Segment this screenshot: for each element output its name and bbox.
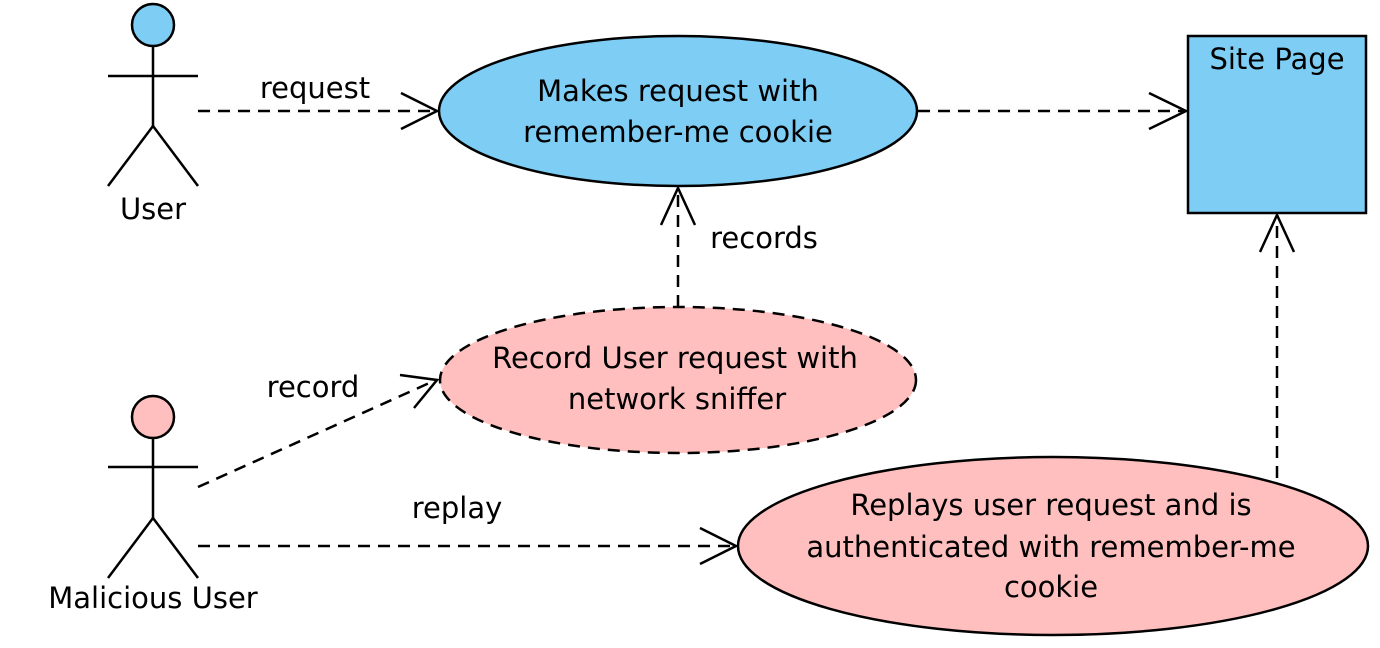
use-case-makes-request-line-1: Makes request with [537, 74, 819, 108]
edge-replay-to-site-page [1258, 212, 1296, 478]
edge-request: request [198, 71, 440, 131]
edge-record-arrowhead [399, 373, 440, 409]
use-case-replays-request: Replays user request and is authenticate… [736, 455, 1370, 637]
use-case-replays-request-line-2: authenticated with remember-me [806, 530, 1295, 564]
actor-user-right-leg [152, 125, 199, 187]
edge-request-arrowhead [400, 91, 440, 131]
site-page-label: Site Page [1209, 42, 1344, 76]
use-case-record-request-line-2: network sniffer [568, 382, 786, 416]
use-case-record-request-line-1: Record User request with [492, 341, 858, 375]
actor-malicious-user-left-leg [107, 517, 154, 579]
edge-replay-to-site-page-arrowhead [1258, 212, 1296, 253]
edge-records-arrowhead [659, 185, 697, 226]
actor-user: User [107, 2, 199, 226]
use-case-makes-request: Makes request with remember-me cookie [437, 34, 919, 188]
edge-record-label: record [267, 370, 360, 404]
use-case-makes-request-line-2: remember-me cookie [523, 115, 833, 149]
actor-malicious-user-head [130, 394, 176, 440]
edge-request-label: request [260, 71, 370, 105]
actor-user-head [130, 2, 176, 48]
edge-replay-label: replay [412, 491, 503, 525]
edge-to-site-page [918, 91, 1189, 131]
actor-malicious-user-label: Malicious User [48, 581, 258, 615]
edge-records: records [659, 185, 818, 307]
use-case-replays-request-line-3: cookie [1004, 570, 1098, 604]
edge-to-site-page-arrowhead [1148, 91, 1189, 131]
use-case-replays-request-line-1: Replays user request and is [850, 488, 1251, 522]
use-case-record-request-shape [438, 305, 918, 455]
use-case-record-request: Record User request with network sniffer [438, 305, 918, 455]
use-case-makes-request-shape [437, 34, 919, 188]
edge-record-line [197, 378, 437, 489]
edge-replay-arrowhead [699, 526, 739, 566]
actor-user-label: User [120, 192, 186, 226]
actor-user-left-leg [107, 125, 154, 187]
actor-malicious-user: Malicious User [48, 394, 258, 615]
actor-malicious-user-right-leg [152, 517, 199, 579]
edge-record: record [197, 370, 440, 489]
edge-records-label: records [710, 221, 818, 255]
site-page-node: Site Page [1186, 34, 1368, 215]
edge-replay: replay [198, 491, 739, 566]
